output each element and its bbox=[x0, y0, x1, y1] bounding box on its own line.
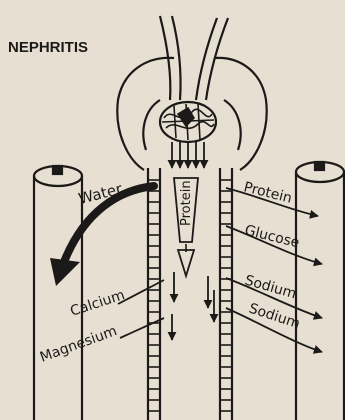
diagram-title: NEPHRITIS bbox=[8, 39, 88, 56]
sodium-lower-label: Sodium bbox=[247, 301, 302, 333]
protein-in-tubule-label: Protein bbox=[179, 180, 194, 226]
right-tubule-wall bbox=[220, 168, 232, 420]
protein-out-label: Protein bbox=[242, 179, 293, 206]
filtration-arrows bbox=[172, 142, 204, 168]
magnesium-label: Magnesium bbox=[38, 323, 119, 366]
protein-in-tubule: Protein bbox=[174, 178, 198, 276]
glucose-label: Glucose bbox=[243, 222, 301, 251]
glucose-arrow: Glucose bbox=[226, 222, 322, 264]
sodium-upper-label: Sodium bbox=[243, 272, 298, 302]
sodium-lower-arrow: Sodium bbox=[214, 290, 322, 352]
right-blood-vessel bbox=[296, 162, 344, 420]
magnesium-arrow: Magnesium bbox=[38, 314, 172, 366]
calcium-label: Calcium bbox=[68, 287, 127, 320]
left-blood-vessel bbox=[34, 166, 82, 420]
protein-out-arrow: Protein bbox=[226, 179, 318, 216]
water-arrow: Water bbox=[50, 179, 154, 286]
glomerulus bbox=[160, 102, 216, 142]
left-tubule-wall bbox=[148, 168, 160, 420]
